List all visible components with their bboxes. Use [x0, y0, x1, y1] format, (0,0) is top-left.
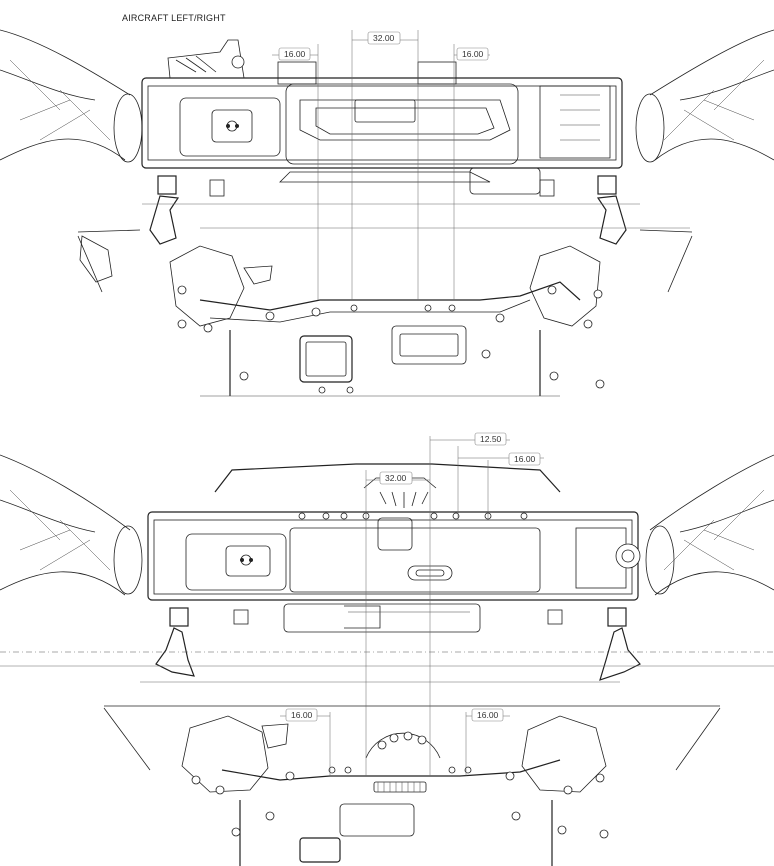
bottom-view: 12.50 16.00 32.00 16.00 16.00 [0, 432, 774, 866]
frame-top [77, 229, 693, 397]
top-view: 16.00 32.00 16.00 [0, 29, 774, 397]
body-holes-bottom [298, 512, 528, 520]
dim-top-right: 16.00 [462, 49, 484, 59]
right-arm-bottom [645, 454, 774, 596]
dim-top-left: 16.00 [284, 49, 306, 59]
frame-holes-top [177, 285, 605, 394]
reference-lines-bottom [0, 436, 774, 776]
dimensions-bottom: 12.50 16.00 32.00 16.00 16.00 [280, 432, 544, 722]
left-arm-top [0, 29, 143, 163]
dim-bottom-16-right: 16.00 [477, 710, 499, 720]
left-arm-bottom [0, 454, 143, 596]
drawing-title: AIRCRAFT LEFT/RIGHT [122, 13, 226, 23]
dim-bottom-32: 32.00 [385, 473, 407, 483]
frame-bottom [103, 705, 721, 866]
body-top [141, 39, 623, 195]
landing-legs-bottom [155, 607, 641, 681]
reference-lines-top [142, 30, 690, 300]
frame-holes-bottom [191, 766, 609, 839]
landing-legs-top [149, 175, 627, 245]
dimensions-top: 16.00 32.00 16.00 [272, 31, 490, 61]
dim-bottom-16-left: 16.00 [291, 710, 313, 720]
body-bottom [147, 463, 641, 633]
dim-bottom-16-right-top: 16.00 [514, 454, 536, 464]
right-arm-top [635, 29, 774, 163]
dim-bottom-12-50: 12.50 [480, 434, 502, 444]
dim-top-center: 32.00 [373, 33, 395, 43]
